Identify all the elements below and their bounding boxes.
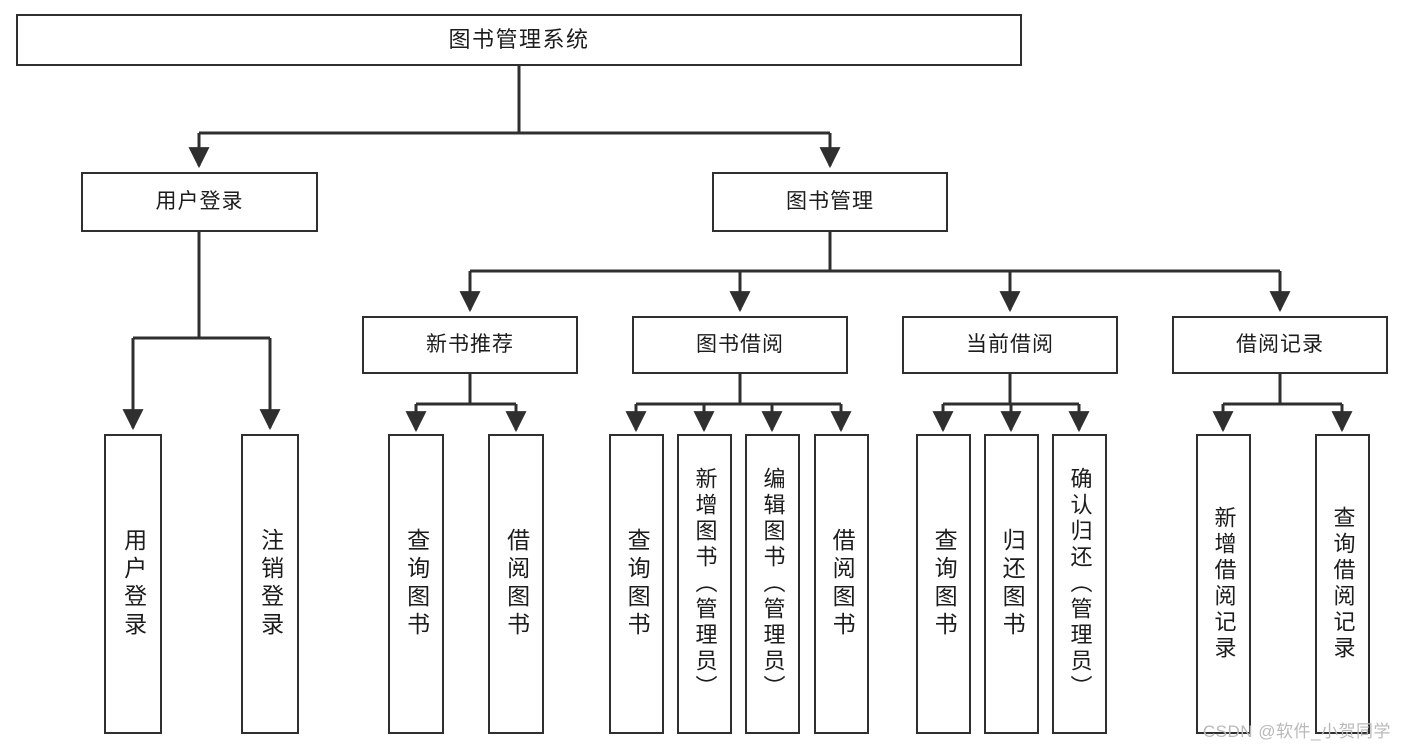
node-current-borrow[interactable]: 当前借阅 xyxy=(902,316,1118,374)
node-borrow-record[interactable]: 借阅记录 xyxy=(1172,316,1388,374)
node-user-login[interactable]: 用户登录 xyxy=(81,172,318,232)
node-leaf-add-record-label: 新增借阅记录 xyxy=(1211,506,1237,662)
node-leaf-add-book-label: 新增图书（管理员） xyxy=(692,467,718,701)
node-leaf-add-book[interactable]: 新增图书（管理员） xyxy=(677,434,732,734)
node-new-book-recommend-label: 新书推荐 xyxy=(426,333,514,357)
node-leaf-query-record-label: 查询借阅记录 xyxy=(1330,506,1356,662)
node-book-borrow[interactable]: 图书借阅 xyxy=(632,316,848,374)
node-book-manage[interactable]: 图书管理 xyxy=(712,172,948,232)
node-leaf-borrow-book-1[interactable]: 借阅图书 xyxy=(488,434,544,734)
node-book-borrow-label: 图书借阅 xyxy=(696,333,784,357)
node-leaf-edit-book-label: 编辑图书（管理员） xyxy=(760,467,786,701)
node-root[interactable]: 图书管理系统 xyxy=(16,14,1022,66)
node-current-borrow-label: 当前借阅 xyxy=(966,333,1054,357)
node-leaf-return-book[interactable]: 归还图书 xyxy=(984,434,1039,734)
node-leaf-confirm-return-label: 确认归还（管理员） xyxy=(1067,467,1093,701)
node-leaf-user-login[interactable]: 用户登录 xyxy=(104,434,162,734)
node-book-manage-label: 图书管理 xyxy=(786,190,874,214)
node-new-book-recommend[interactable]: 新书推荐 xyxy=(362,316,578,374)
node-leaf-borrow-book-2-label: 借阅图书 xyxy=(829,528,856,640)
node-user-login-label: 用户登录 xyxy=(155,190,244,214)
node-leaf-user-login-label: 用户登录 xyxy=(120,528,147,640)
node-leaf-borrow-book-1-label: 借阅图书 xyxy=(503,528,530,640)
node-leaf-confirm-return[interactable]: 确认归还（管理员） xyxy=(1052,434,1107,734)
node-leaf-query-book-3-label: 查询图书 xyxy=(931,528,958,640)
node-root-label: 图书管理系统 xyxy=(448,26,590,52)
node-leaf-query-book-2[interactable]: 查询图书 xyxy=(609,434,664,734)
node-leaf-query-book-2-label: 查询图书 xyxy=(624,528,651,640)
node-leaf-add-record[interactable]: 新增借阅记录 xyxy=(1196,434,1251,734)
node-leaf-logout-login-label: 注销登录 xyxy=(257,528,284,640)
node-borrow-record-label: 借阅记录 xyxy=(1236,333,1324,357)
node-leaf-query-book-3[interactable]: 查询图书 xyxy=(916,434,971,734)
node-leaf-return-book-label: 归还图书 xyxy=(999,528,1026,640)
node-leaf-edit-book[interactable]: 编辑图书（管理员） xyxy=(745,434,800,734)
node-leaf-query-book-1[interactable]: 查询图书 xyxy=(388,434,444,734)
node-leaf-query-record[interactable]: 查询借阅记录 xyxy=(1315,434,1370,734)
node-leaf-logout-login[interactable]: 注销登录 xyxy=(241,434,299,734)
node-leaf-query-book-1-label: 查询图书 xyxy=(403,528,430,640)
node-leaf-borrow-book-2[interactable]: 借阅图书 xyxy=(814,434,869,734)
